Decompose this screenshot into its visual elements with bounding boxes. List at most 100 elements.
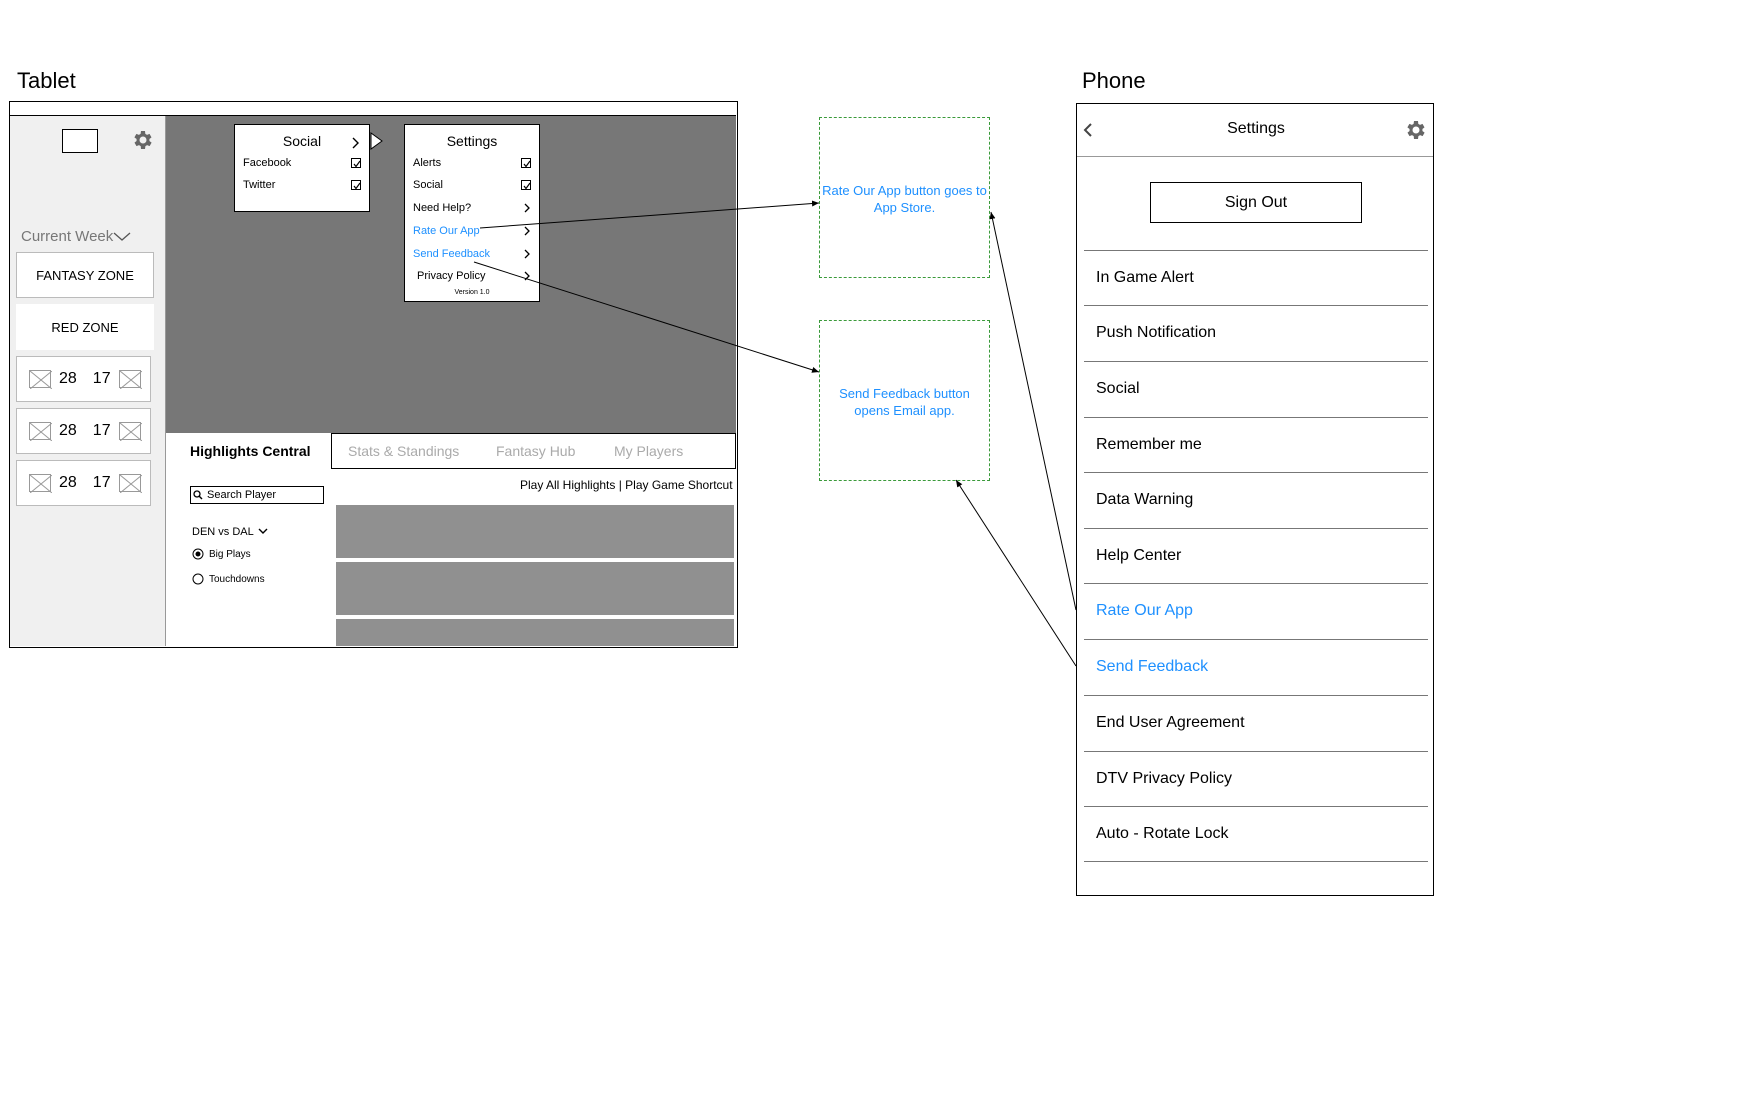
team-logo-icon	[29, 474, 52, 493]
tablet-sidebar: Current Week FANTASY ZONE RED ZONE 28 17…	[10, 116, 166, 646]
tablet-label: Tablet	[17, 68, 76, 93]
team-logo-icon	[118, 370, 142, 389]
tablet-status-bar	[9, 101, 736, 116]
team-logo-icon	[29, 422, 52, 441]
connector-line	[479, 200, 820, 229]
settings-row-social[interactable]: Social	[1084, 361, 1428, 416]
settings-item-label: Social	[413, 179, 443, 191]
settings-row-remember-me[interactable]: Remember me	[1084, 417, 1428, 472]
highlight-video[interactable]	[336, 619, 734, 646]
settings-item-social[interactable]: Social	[413, 177, 531, 193]
social-item-label: Twitter	[243, 179, 276, 191]
home-score: 28	[59, 370, 77, 387]
tab-highlights-central[interactable]: Highlights Central	[190, 443, 311, 459]
tab-divider	[331, 433, 332, 469]
away-score: 17	[92, 422, 111, 439]
list-divider	[1084, 861, 1428, 862]
connector-line	[989, 211, 1077, 611]
tab-stats-standings[interactable]: Stats & Standings	[348, 443, 460, 459]
red-zone-button[interactable]: RED ZONE	[16, 304, 154, 350]
settings-item-alerts[interactable]: Alerts	[413, 155, 531, 171]
settings-item-label: Need Help?	[413, 202, 472, 214]
game-dropdown-label: DEN vs DAL	[192, 526, 254, 538]
settings-item-label: Alerts	[413, 157, 442, 169]
fantasy-zone-button[interactable]: FANTASY ZONE	[16, 252, 154, 298]
settings-item-rate-our-app[interactable]: Rate Our App	[413, 223, 531, 239]
settings-menu: Settings Alerts Social Need Help? Rate O…	[404, 124, 540, 302]
filter-label: Touchdowns	[209, 573, 265, 585]
sign-out-button[interactable]: Sign Out	[1150, 182, 1362, 223]
score-card[interactable]: 28 17	[16, 460, 151, 506]
phone-frame	[1076, 103, 1434, 896]
settings-row-in-game-alert[interactable]: In Game Alert	[1084, 250, 1428, 305]
search-input[interactable]: Search Player	[190, 486, 324, 504]
social-item-label: Facebook	[243, 157, 292, 169]
settings-row-dtv-privacy-policy[interactable]: DTV Privacy Policy	[1084, 751, 1428, 806]
search-icon	[193, 490, 203, 500]
checkbox-checked-icon[interactable]	[521, 158, 531, 168]
filter-label: Big Plays	[209, 548, 251, 560]
checkbox-checked-icon[interactable]	[521, 180, 531, 190]
score-card[interactable]: 28 17	[16, 408, 151, 454]
note-send-feedback: Send Feedback button opens Email app.	[819, 320, 990, 481]
pointer-arrow-icon	[370, 132, 383, 150]
settings-row-auto-rotate-lock[interactable]: Auto - Rotate Lock	[1084, 806, 1428, 861]
phone-header	[1077, 104, 1433, 157]
checkbox-checked-icon[interactable]	[351, 180, 361, 190]
chevron-right-icon	[352, 137, 359, 149]
settings-item-need-help[interactable]: Need Help?	[413, 200, 531, 216]
game-dropdown[interactable]: DEN vs DAL	[192, 526, 269, 538]
radio-unselected-icon[interactable]	[192, 573, 204, 585]
settings-row-rate-our-app[interactable]: Rate Our App	[1084, 583, 1428, 638]
connector-line	[473, 261, 820, 373]
logo-placeholder	[62, 129, 98, 153]
tab-fantasy-hub[interactable]: Fantasy Hub	[496, 443, 576, 459]
home-score: 28	[59, 422, 77, 439]
team-logo-icon	[118, 474, 142, 493]
version-label: Version 1.0	[454, 289, 490, 296]
tab-bar: Highlights Central Stats & Standings Fan…	[166, 433, 736, 469]
social-item-facebook[interactable]: Facebook	[243, 155, 361, 171]
settings-item-label: Send Feedback	[413, 248, 491, 260]
week-dropdown-label: Current Week	[21, 228, 114, 245]
away-score: 17	[92, 474, 111, 491]
note-rate-our-app: Rate Our App button goes to App Store.	[819, 117, 990, 278]
filter-touchdowns[interactable]: Touchdowns	[192, 573, 265, 585]
social-menu-title: Social	[282, 133, 322, 149]
home-score: 28	[59, 474, 77, 491]
gear-icon[interactable]	[130, 128, 154, 157]
settings-item-label: Privacy Policy	[417, 270, 486, 282]
play-links[interactable]: Play All Highlights | Play Game Shortcut	[520, 478, 733, 492]
gear-icon[interactable]	[1403, 118, 1427, 147]
tab-bar-border	[332, 433, 736, 469]
page-title: Settings	[1227, 120, 1285, 137]
away-score: 17	[92, 370, 111, 387]
checkbox-checked-icon[interactable]	[351, 158, 361, 168]
highlight-video[interactable]	[336, 562, 734, 615]
social-item-twitter[interactable]: Twitter	[243, 177, 361, 193]
search-placeholder: Search Player	[207, 489, 277, 501]
chevron-right-icon	[524, 249, 530, 259]
settings-row-help-center[interactable]: Help Center	[1084, 528, 1428, 583]
settings-menu-title: Settings	[446, 133, 498, 149]
settings-row-push-notification[interactable]: Push Notification	[1084, 305, 1428, 360]
score-card[interactable]: 28 17	[16, 356, 151, 402]
settings-row-send-feedback[interactable]: Send Feedback	[1084, 639, 1428, 694]
chevron-down-icon	[113, 232, 131, 241]
chevron-down-icon	[258, 528, 268, 534]
back-chevron-icon[interactable]	[1082, 122, 1094, 138]
settings-item-send-feedback[interactable]: Send Feedback	[413, 246, 531, 262]
settings-row-end-user-agreement[interactable]: End User Agreement	[1084, 695, 1428, 750]
social-menu: Social Facebook Twitter	[234, 124, 370, 212]
settings-item-label: Rate Our App	[413, 225, 480, 237]
radio-selected-icon[interactable]	[192, 548, 204, 560]
filter-big-plays[interactable]: Big Plays	[192, 548, 251, 560]
connector-line	[955, 479, 1077, 667]
week-dropdown[interactable]: Current Week	[21, 228, 131, 245]
chevron-right-icon	[524, 226, 530, 236]
tab-my-players[interactable]: My Players	[614, 443, 684, 459]
highlight-video[interactable]	[336, 505, 734, 558]
team-logo-icon	[29, 370, 52, 389]
settings-row-data-warning[interactable]: Data Warning	[1084, 472, 1428, 527]
